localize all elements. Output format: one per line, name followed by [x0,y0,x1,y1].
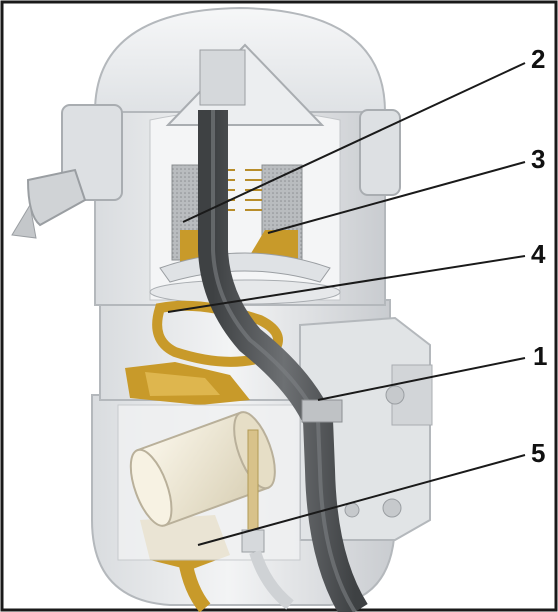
callout-label-5: 5 [531,438,545,468]
callout-label-2: 2 [531,44,545,74]
callout-label-3: 3 [531,144,545,174]
callout-label-4: 4 [531,239,546,269]
callout-label-1: 1 [533,341,547,371]
